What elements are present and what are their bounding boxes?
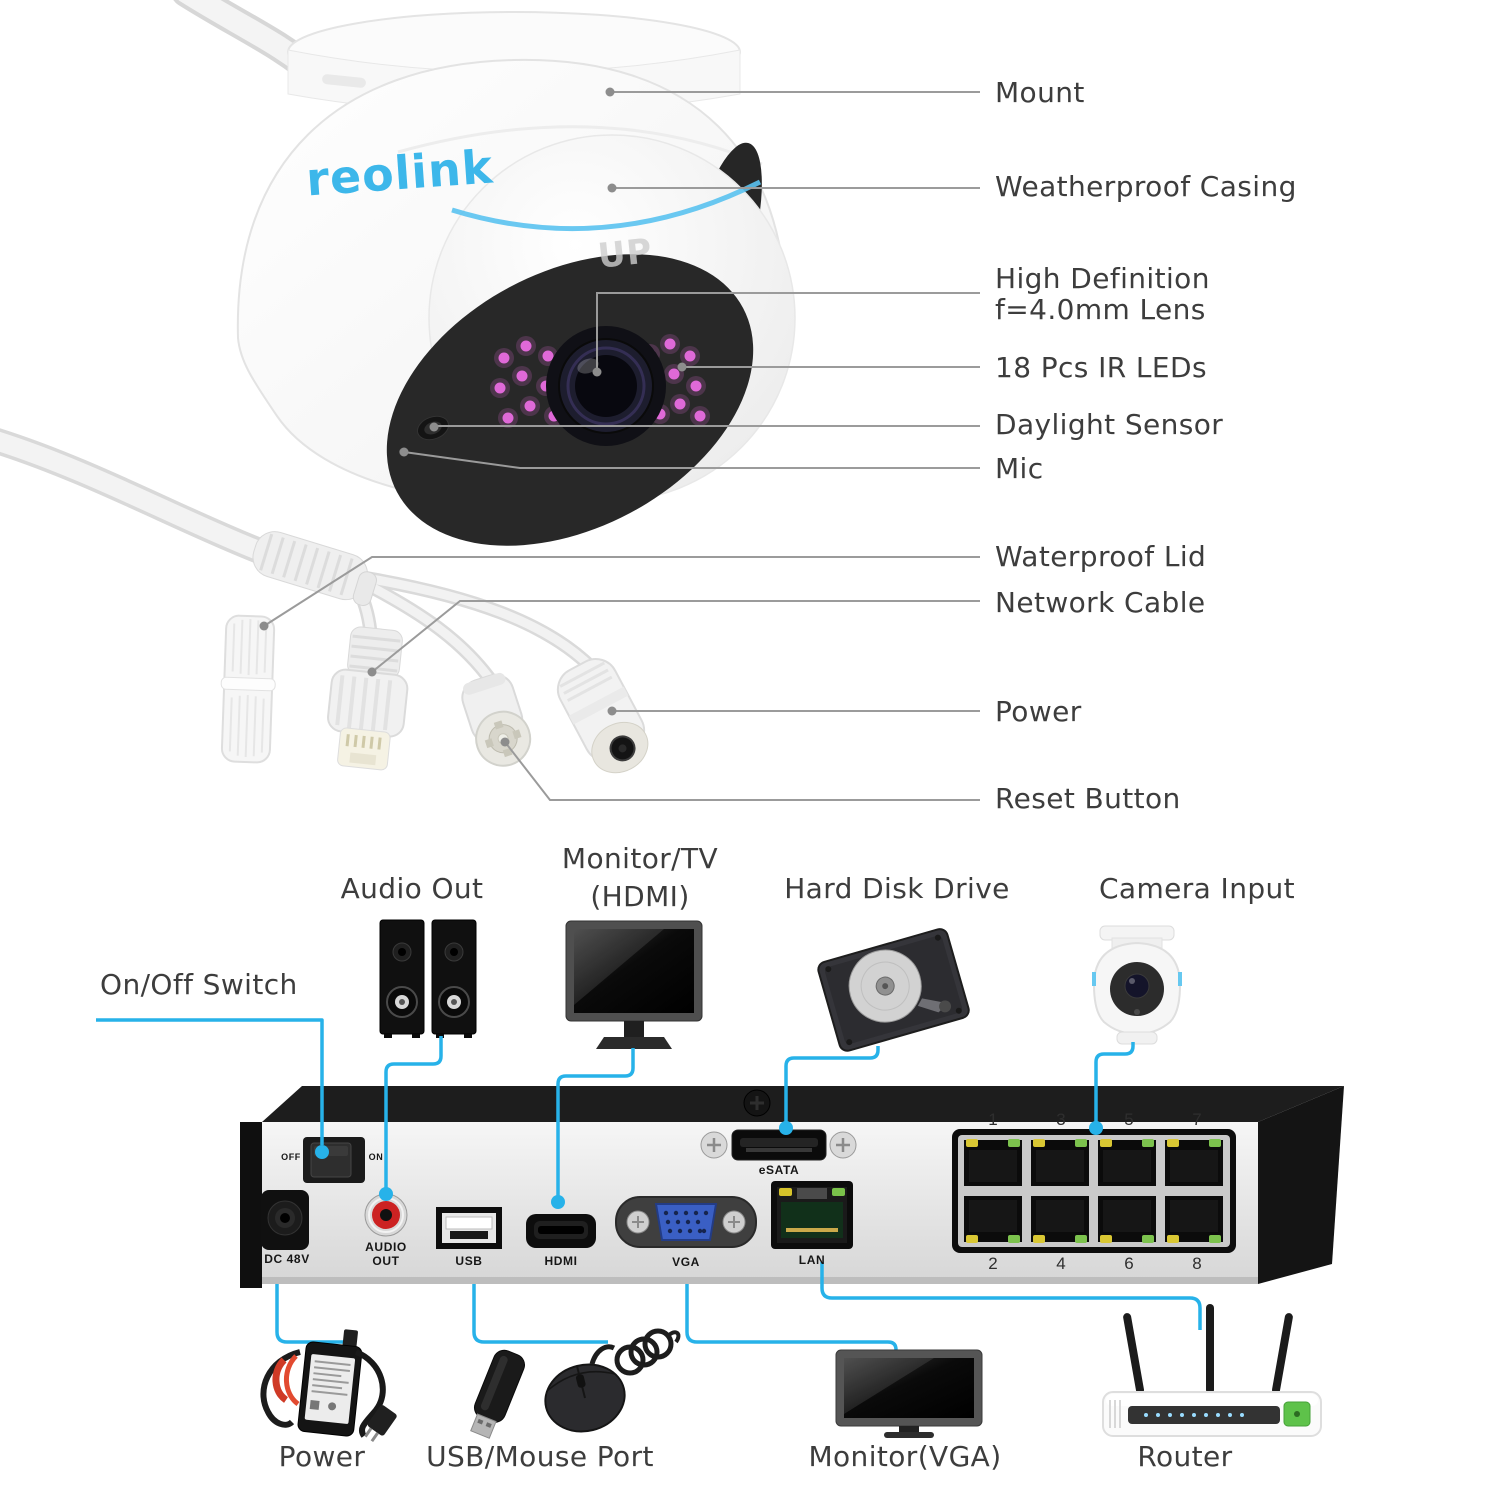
port-number-2: 2 bbox=[988, 1254, 998, 1273]
nvr-top-face bbox=[262, 1086, 1344, 1122]
switch-off-label: OFF bbox=[281, 1152, 301, 1162]
callout-label-daylight: Daylight Sensor bbox=[995, 408, 1224, 441]
port-leds bbox=[966, 1139, 1221, 1243]
callout-label-reset: Reset Button bbox=[995, 782, 1181, 815]
camera-callout-dots bbox=[259, 87, 687, 747]
callout-label-casing: Weatherproof Casing bbox=[995, 170, 1297, 203]
pigtail-illustration bbox=[0, 428, 649, 774]
port-number-3: 3 bbox=[1056, 1110, 1066, 1129]
camera-input-illustration bbox=[1092, 925, 1182, 1045]
rj45-ports bbox=[964, 1139, 1223, 1243]
power-adapter-illustration bbox=[260, 1329, 397, 1443]
lan-label: LAN bbox=[798, 1253, 826, 1267]
port-number-7: 7 bbox=[1192, 1110, 1202, 1129]
callout-label-monitor-hdmi-line1: Monitor/TV bbox=[561, 842, 719, 875]
usb-label: USB bbox=[455, 1254, 483, 1268]
camera-callout-lines bbox=[263, 91, 980, 801]
port-number-5: 5 bbox=[1124, 1110, 1134, 1129]
esata-label: eSATA bbox=[758, 1163, 800, 1177]
callout-label-power: Power bbox=[995, 695, 1082, 728]
callout-label-power-bottom: Power bbox=[278, 1440, 366, 1473]
usb-port bbox=[436, 1207, 502, 1249]
nvr-side-face bbox=[1258, 1086, 1344, 1284]
hdmi-port bbox=[526, 1214, 596, 1248]
camera-lens bbox=[546, 326, 666, 446]
router-illustration bbox=[1102, 1304, 1322, 1437]
callout-label-lens-line2: f=4.0mm Lens bbox=[995, 293, 1206, 326]
vga-port bbox=[615, 1196, 757, 1248]
cable-splitter bbox=[252, 531, 377, 607]
blue-accent-ring bbox=[451, 179, 762, 232]
reset-button-connector bbox=[461, 672, 532, 767]
callout-label-router: Router bbox=[1137, 1440, 1233, 1473]
callout-label-lid: Waterproof Lid bbox=[995, 540, 1207, 573]
monitor-hdmi-illustration bbox=[565, 920, 703, 1049]
lan-port bbox=[771, 1181, 853, 1249]
connection-lines bbox=[96, 1018, 1202, 1354]
hdd-illustration bbox=[817, 928, 970, 1052]
power-connector bbox=[556, 658, 649, 774]
callout-label-hdd: Hard Disk Drive bbox=[784, 872, 1010, 905]
network-cable-connector bbox=[327, 626, 409, 771]
callout-label-onoff-switch: On/Off Switch bbox=[100, 968, 298, 1001]
camera-ports-block bbox=[952, 1129, 1236, 1253]
usb-mouse-illustration bbox=[470, 1328, 681, 1439]
hdmi-label: HDMI bbox=[544, 1254, 578, 1268]
camera-illustration bbox=[173, 0, 796, 546]
vga-label: VGA bbox=[672, 1255, 700, 1269]
callout-label-ir-leds: 18 Pcs IR LEDs bbox=[995, 351, 1207, 384]
callout-label-mount: Mount bbox=[995, 76, 1085, 109]
callout-label-usb-mouse: USB/Mouse Port bbox=[426, 1440, 654, 1473]
port-number-8: 8 bbox=[1192, 1254, 1202, 1273]
dc-power-jack bbox=[261, 1190, 309, 1250]
audio-label-line1: AUDIO bbox=[365, 1240, 407, 1254]
callout-label-network: Network Cable bbox=[995, 586, 1206, 619]
up-marking: UP bbox=[596, 231, 655, 277]
port-number-1: 1 bbox=[988, 1110, 998, 1129]
waterproof-lid-cap bbox=[220, 614, 276, 764]
nvr-illustration bbox=[240, 1086, 1344, 1288]
dc-48v-label: DC 48V bbox=[264, 1252, 310, 1266]
callout-label-audio-out: Audio Out bbox=[340, 872, 484, 905]
switch-on-label: ON bbox=[368, 1152, 384, 1162]
callout-label-monitor-hdmi-line2: (HDMI) bbox=[590, 880, 690, 913]
audio-out-jack bbox=[364, 1193, 408, 1237]
callout-label-monitor-vga: Monitor(VGA) bbox=[808, 1440, 1002, 1473]
power-switch bbox=[303, 1137, 365, 1183]
speakers-illustration bbox=[379, 919, 477, 1038]
audio-label-line2: OUT bbox=[372, 1254, 400, 1268]
port-number-4: 4 bbox=[1056, 1254, 1066, 1273]
callout-label-camera-input: Camera Input bbox=[1098, 872, 1296, 905]
esata-port bbox=[700, 1089, 857, 1161]
callout-label-mic: Mic bbox=[995, 452, 1044, 485]
callout-label-lens-line1: High Definition bbox=[995, 262, 1210, 295]
connection-dots bbox=[315, 1121, 1103, 1209]
port-number-6: 6 bbox=[1124, 1254, 1134, 1273]
monitor-vga-illustration bbox=[835, 1349, 983, 1438]
